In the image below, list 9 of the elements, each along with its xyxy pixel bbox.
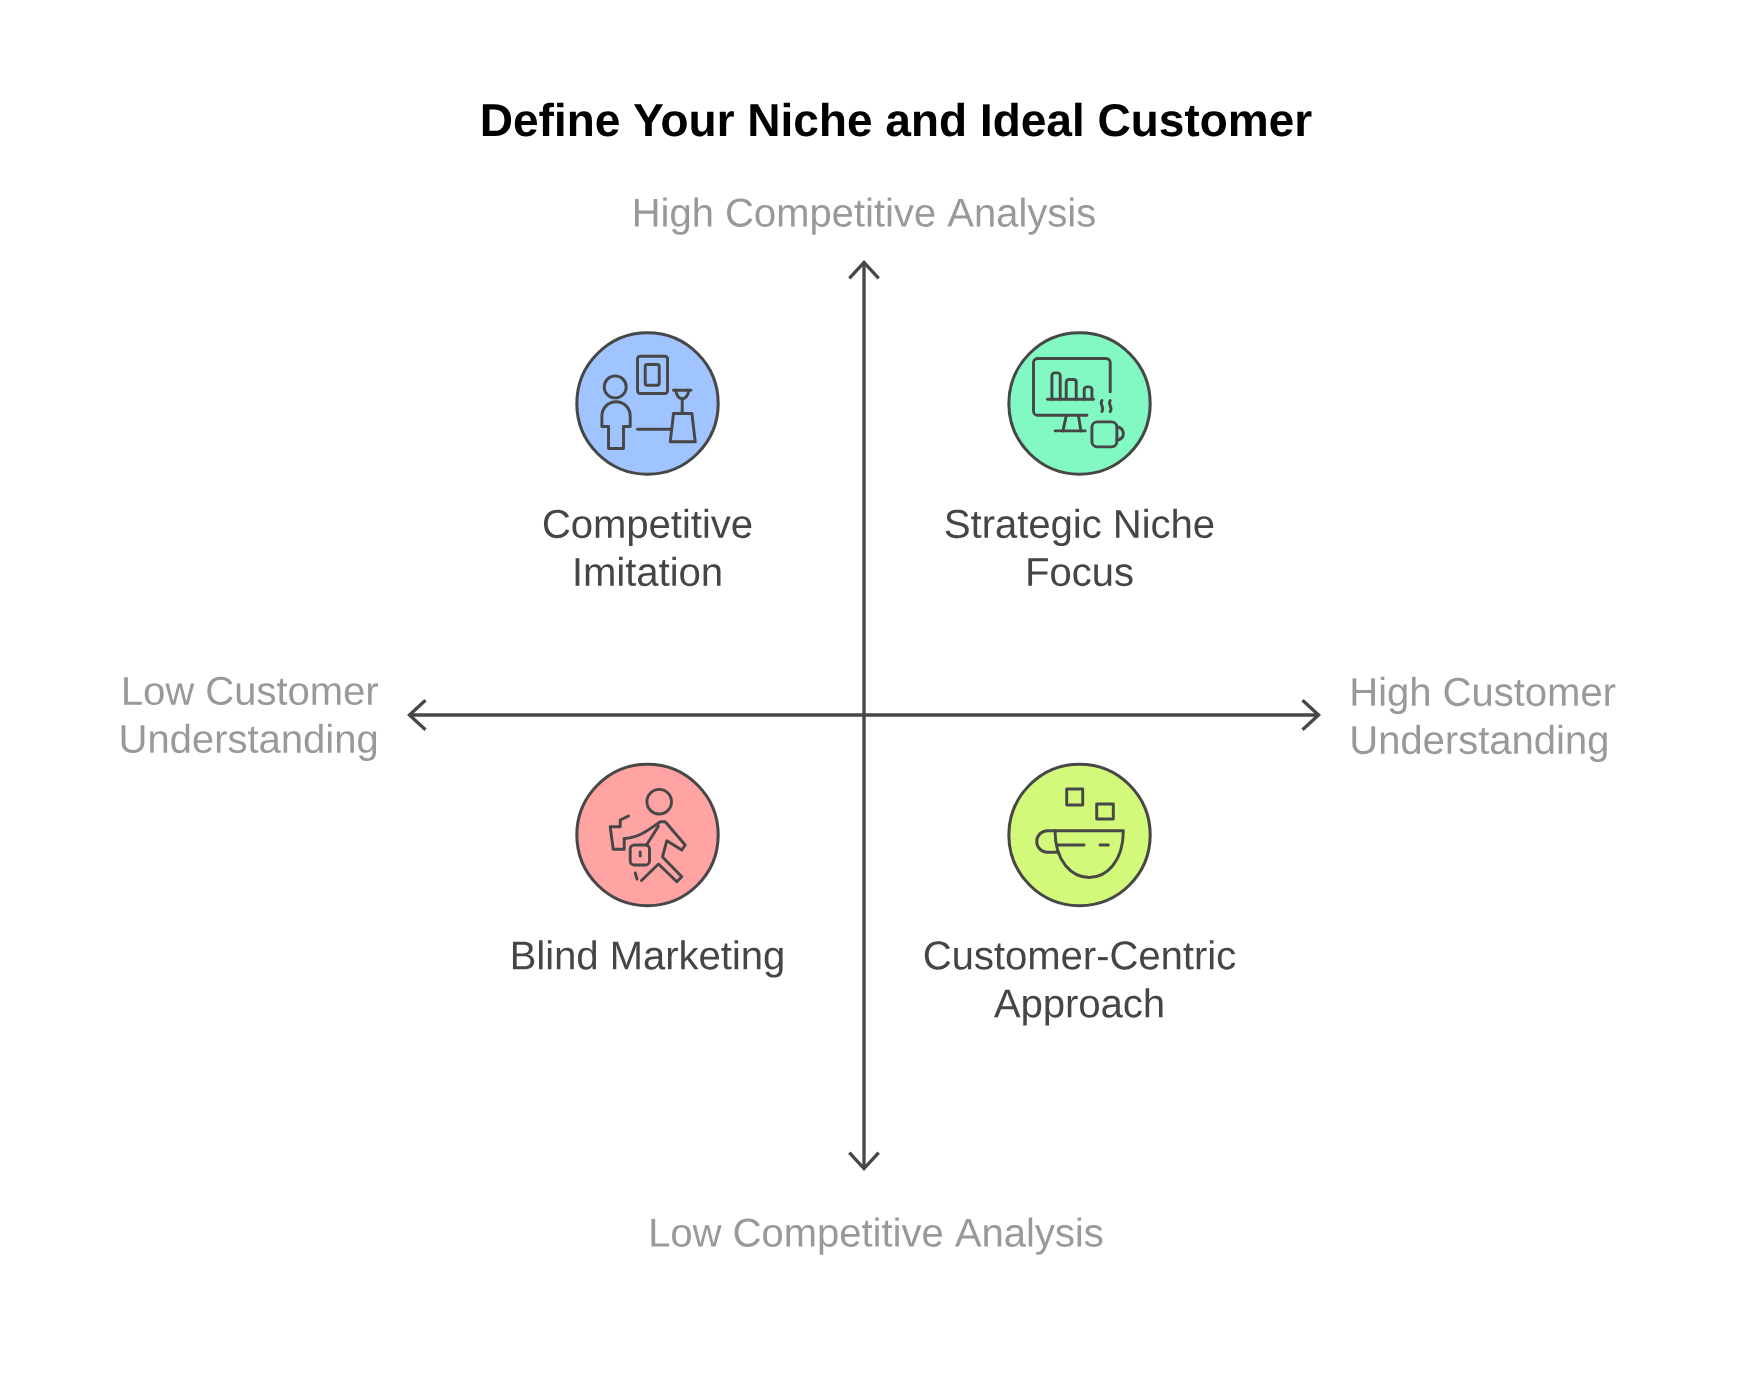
axis-label: High Competitive Analysis xyxy=(635,197,1095,235)
node-label: Strategic Niche Focus xyxy=(945,508,1214,587)
axis-label: Low Competitive Analysis xyxy=(651,1217,1103,1255)
node-label: Blind Marketing xyxy=(512,940,783,978)
title: Define Your Niche and Ideal Customer xyxy=(482,102,1312,137)
axis-label: Low Customer Understanding xyxy=(121,676,378,761)
node-label: Customer-Centric Approach xyxy=(924,940,1236,1026)
axis-label: High Customer Understanding xyxy=(1352,676,1616,763)
node-label: Competitive Imitation xyxy=(543,508,752,587)
